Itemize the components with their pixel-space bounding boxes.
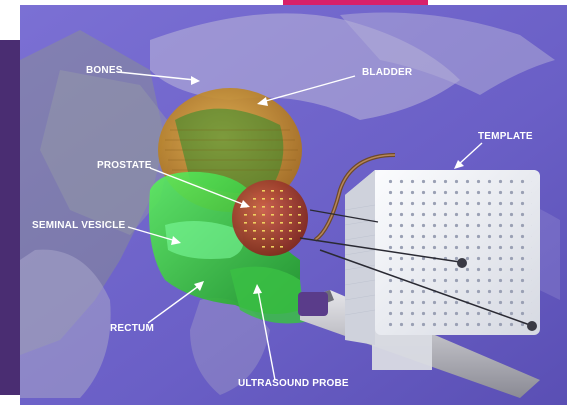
seed [289,222,292,224]
seed [280,246,283,248]
seed [298,214,301,216]
seed [271,214,274,216]
seed [262,230,265,232]
seed [253,230,256,232]
seed [289,230,292,232]
seed [271,206,274,208]
label-bladder: BLADDER [362,67,413,78]
label-template: TEMPLATE [478,131,533,142]
seed [289,198,292,200]
seed [262,238,265,240]
seed [271,222,274,224]
label-rectum: RECTUM [110,323,154,334]
seed [280,222,283,224]
seed [271,238,274,240]
seed [253,222,256,224]
seed [253,238,256,240]
seed [280,206,283,208]
seed [262,206,265,208]
seed [289,214,292,216]
seed [253,214,256,216]
seed [244,214,247,216]
seed [280,230,283,232]
seed [262,198,265,200]
seed [262,246,265,248]
seed [298,222,301,224]
seed [271,198,274,200]
label-bones: BONES [86,65,123,76]
seed [271,230,274,232]
seed [298,206,301,208]
left-band [0,40,22,395]
label-prostate: PROSTATE [97,160,152,171]
seed [262,222,265,224]
seed [289,206,292,208]
seed [280,238,283,240]
seed [298,230,301,232]
seed [271,190,274,192]
seed [253,206,256,208]
seed [244,222,247,224]
seed [280,190,283,192]
label-ultrasound-probe: ULTRASOUND PROBE [238,378,349,389]
seed [280,198,283,200]
seed [244,230,247,232]
seed [262,214,265,216]
label-seminal-vesicle: SEMINAL VESICLE [32,220,126,231]
seed [289,238,292,240]
seed [271,246,274,248]
prostate-shape [232,180,308,256]
seed [262,190,265,192]
seed [253,198,256,200]
seed [280,214,283,216]
